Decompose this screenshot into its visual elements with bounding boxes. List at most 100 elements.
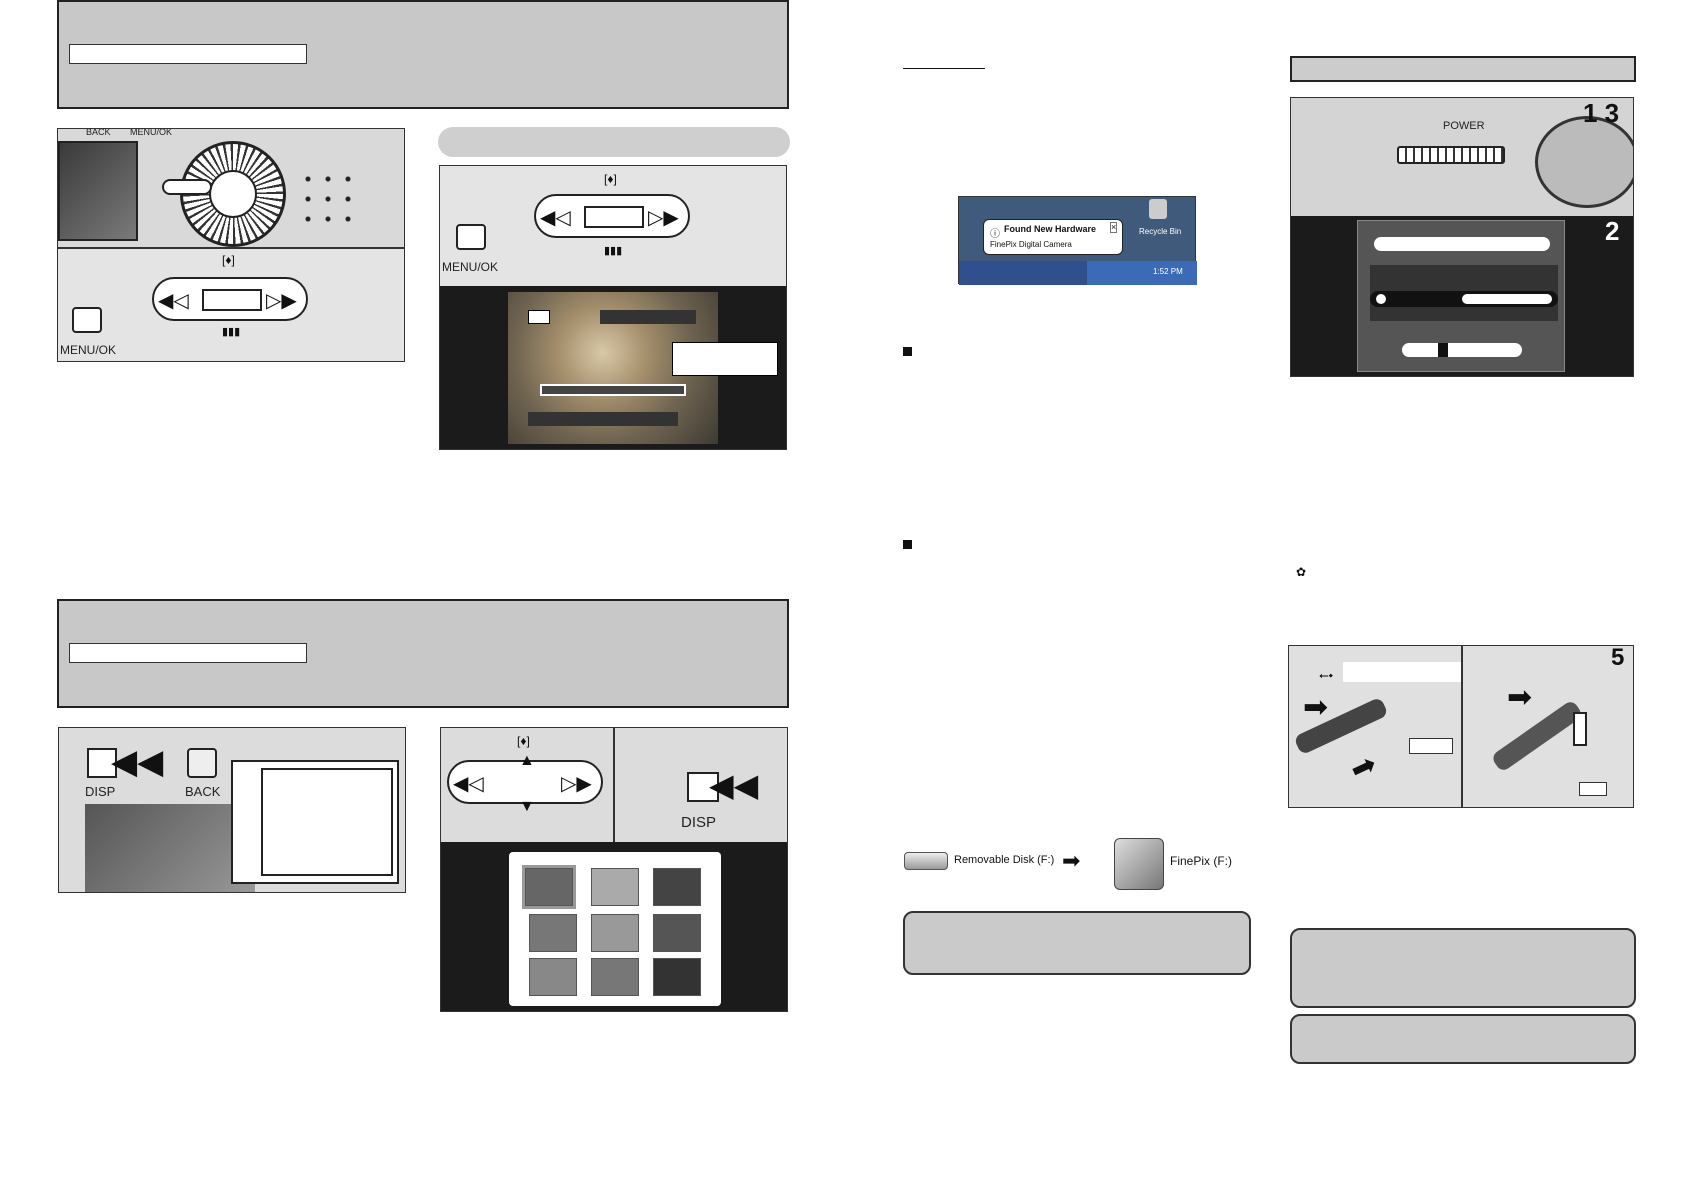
thumbnail-7[interactable] [529, 958, 577, 996]
lens-ring [1535, 116, 1633, 208]
menu-list [1370, 265, 1558, 321]
thumbnail-1[interactable] [522, 865, 576, 909]
four-way-controller[interactable]: ◀◁ ▷▶ [534, 194, 690, 238]
right-arrow-icon: ➡ [1062, 848, 1081, 873]
removable-disk-icon [904, 852, 948, 870]
panel-divider [1461, 646, 1463, 807]
close-icon[interactable]: × [1110, 222, 1118, 233]
thumbnail-5[interactable] [591, 914, 639, 952]
section-bullet-2 [903, 540, 912, 549]
disp-button[interactable] [87, 748, 117, 778]
system-tray: 1:52 PM [1087, 261, 1197, 285]
back-label: BACK [86, 128, 111, 137]
thumbnail-9[interactable] [653, 958, 701, 996]
left-arrow-icon[interactable]: ◀◁ [158, 290, 189, 312]
right-header-bar [1290, 56, 1636, 82]
playback-icon [528, 310, 550, 324]
middle-note-box [903, 911, 1251, 975]
press-arrow-icon: ◀◀ [709, 767, 759, 803]
menu-ok-top-label: MENU/OK [130, 128, 173, 137]
zoom-wide-icon: ▮▮▮ [222, 326, 241, 338]
thumbnail-8[interactable] [591, 958, 639, 996]
left-arrow-icon[interactable]: ◀◁ [540, 207, 571, 229]
finepix-label: FinePix (F:) [1170, 854, 1233, 868]
time-label: 1:52 PM [1153, 267, 1183, 276]
notification-title: Found New Hardware [1004, 224, 1097, 234]
left-arrow-icon[interactable]: ◀◁ [453, 773, 484, 795]
lcd-preview [440, 286, 786, 449]
finepix-camera-icon [1114, 838, 1164, 890]
menu-ok-button[interactable] [456, 224, 486, 250]
thumbnail-4[interactable] [529, 914, 577, 952]
menu-ok-label: MENU/OK [442, 260, 499, 274]
lcd-screen [58, 141, 138, 241]
notification-body: FinePix Digital Camera [990, 240, 1072, 249]
recycle-bin-icon[interactable] [1149, 199, 1167, 219]
four-way-controller[interactable]: ◀◁ ▷▶ ▲ ▼ [447, 752, 603, 815]
right-arrow-icon[interactable]: ▷▶ [648, 207, 679, 229]
power-label: POWER [1443, 120, 1485, 132]
lcd-screen [85, 804, 255, 892]
step-badge-1-3: 1 3 [1583, 98, 1620, 128]
bottom-header-band [57, 599, 789, 708]
arrow-in-icon-3: ➡ [1507, 681, 1533, 714]
back-button[interactable] [187, 748, 217, 778]
dots [298, 169, 358, 229]
section-bullet-1 [903, 347, 912, 356]
index-nav-panel: [♦] ◀◁ ▷▶ ▲ ▼ ◀◀ DISP [440, 727, 788, 1012]
right-arrow-icon[interactable]: ▷▶ [561, 773, 592, 795]
disk-rename-row: Removable Disk (F:) ➡ FinePix (F:) [902, 836, 1242, 896]
menu-ok-bottom-label: MENU/OK [60, 343, 117, 357]
camera-back-lower: [♦] ◀◁ ▷▶ ▮▮▮ MENU/OK [58, 247, 404, 361]
divider [613, 728, 615, 842]
callout-box [672, 342, 778, 376]
zoom-tele-icon: [♦] [517, 734, 530, 748]
lcd-menu-screen: 2 [1291, 216, 1633, 376]
right-note-box-2 [1290, 1014, 1636, 1064]
menu-window [1357, 220, 1565, 372]
zoom-tele-icon: [♦] [604, 172, 617, 186]
usb-icon: ⭠⬩ [1319, 668, 1333, 682]
removable-disk-label: Removable Disk (F:) [954, 854, 1055, 866]
info-icon: ⓘ [990, 229, 1000, 240]
thumbnail-2[interactable] [591, 868, 639, 906]
header-title-bar [69, 643, 307, 663]
right-note-box-1 [1290, 928, 1636, 1008]
top-header-band [57, 0, 789, 109]
down-arrow-icon[interactable]: ▼ [519, 798, 535, 815]
power-switch[interactable] [1397, 146, 1505, 164]
back-label: BACK [185, 784, 221, 799]
zoom-wide-icon: ▮▮▮ [604, 245, 623, 257]
heading-underline [903, 68, 985, 69]
right-arrow-icon[interactable]: ▷▶ [266, 290, 297, 312]
up-arrow-icon[interactable]: ▲ [519, 752, 535, 769]
thumbnail-3[interactable] [653, 868, 701, 906]
playback-switch[interactable] [162, 179, 212, 195]
playback-camera-panel: BACK MENU/OK [♦] ◀◁ ▷▶ ▮▮▮ MENU/OK [57, 128, 405, 362]
index-screen [441, 842, 787, 1011]
menu-selected-item[interactable] [1370, 291, 1558, 307]
usb-label-bar [1343, 662, 1463, 682]
frame-advance-panel: [♦] ◀◁ ▷▶ ▮▮▮ MENU/OK [439, 165, 787, 450]
taskbar: 1:52 PM [959, 261, 1197, 285]
disp-button[interactable] [687, 772, 719, 802]
four-way-controller[interactable]: ◀◁ ▷▶ [152, 277, 308, 321]
callout-box [231, 760, 399, 884]
notification-balloon: ⓘ Found New Hardware × FinePix Digital C… [983, 219, 1123, 255]
camera-top-panel: POWER 1 3 2 [1290, 97, 1634, 377]
port-label-box [1409, 738, 1453, 754]
thumbnail-6[interactable] [653, 914, 701, 952]
thumbnail-grid [509, 852, 721, 1006]
disp-label: DISP [681, 814, 717, 831]
arrow-in-icon-2: ➡ [1345, 747, 1382, 788]
disp-label: DISP [85, 784, 116, 799]
disp-panel: ◀◀ DISP BACK [58, 727, 406, 893]
pc-usb-cable [1490, 699, 1584, 773]
arrow-in-icon-1: ➡ [1303, 691, 1329, 724]
step-badge-2: 2 [1605, 216, 1620, 246]
step-badge-5: 5 [1611, 645, 1625, 671]
menu-ok-button[interactable] [72, 307, 102, 333]
pc-usb-port [1573, 712, 1587, 746]
recycle-bin-label: Recycle Bin [1139, 227, 1182, 236]
menu-button-pair[interactable] [1402, 343, 1522, 357]
